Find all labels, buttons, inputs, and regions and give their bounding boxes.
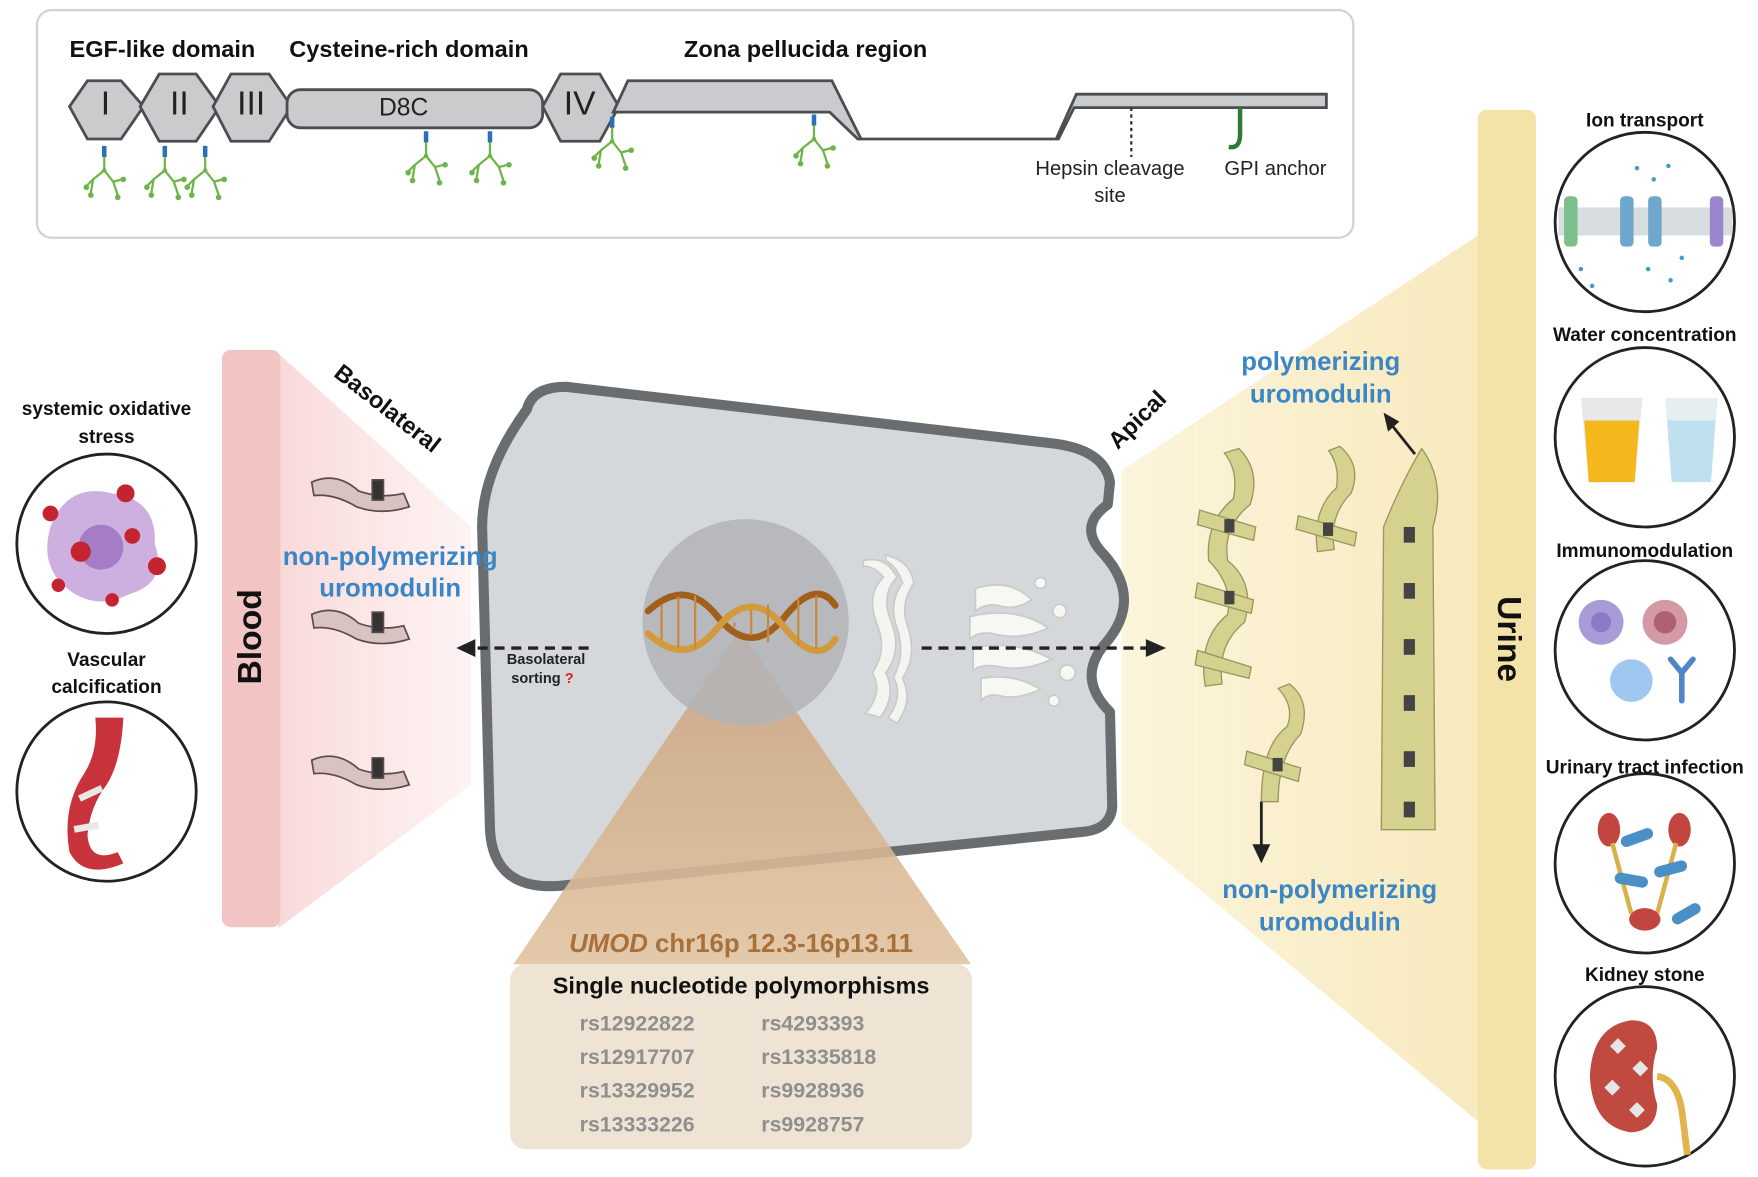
nucleus bbox=[642, 519, 849, 726]
water-concentration-label: Water concentration bbox=[1553, 324, 1737, 346]
poly-label-2: uromodulin bbox=[1249, 378, 1392, 409]
snp-item: rs9928757 bbox=[761, 1113, 865, 1137]
glycan-icon bbox=[83, 145, 127, 201]
egf-domain-2 bbox=[138, 72, 222, 143]
hepsin-label-1: Hepsin cleavage bbox=[1035, 156, 1185, 180]
egf-domain-1 bbox=[67, 79, 146, 141]
gpi-anchor-icon bbox=[1228, 107, 1243, 150]
snp-title: Single nucleotide polymorphisms bbox=[552, 973, 930, 999]
ion-channel-icon bbox=[1558, 163, 1733, 289]
urine-label: Urine bbox=[1490, 596, 1528, 683]
blood-label: Blood bbox=[232, 589, 270, 685]
uti-label: Urinary tract infection bbox=[1545, 756, 1744, 779]
gene-name: UMOD bbox=[569, 928, 648, 958]
apical-fan bbox=[1121, 235, 1478, 1122]
gene-fan bbox=[513, 630, 971, 965]
numeral-4: IV bbox=[563, 85, 596, 123]
ros-icons bbox=[42, 484, 166, 607]
uromodulin-domain-structure bbox=[67, 72, 1328, 157]
egf-domain-4 bbox=[541, 72, 621, 143]
cysteine-domain-label: Cysteine-rich domain bbox=[289, 36, 529, 63]
nonpoly-filaments-left bbox=[310, 477, 411, 791]
gene-locus: chr16p 12.3-16p13.11 bbox=[647, 928, 914, 958]
vascular-label-1: Vascular bbox=[67, 649, 146, 671]
gene-label: UMOD chr16p 12.3-16p13.11 bbox=[569, 928, 913, 958]
numeral-1: I bbox=[100, 85, 111, 123]
zona-pellucida-domain bbox=[611, 79, 1328, 141]
oxidative-label-2: stress bbox=[78, 426, 135, 448]
zona-region-label: Zona pellucida region bbox=[683, 36, 928, 63]
snp-item: rs9928936 bbox=[761, 1079, 865, 1104]
snp-item: rs13329952 bbox=[579, 1079, 695, 1104]
glycan-icon bbox=[144, 145, 187, 201]
domain-panel bbox=[35, 8, 1355, 239]
snp-item: rs4293393 bbox=[761, 1012, 865, 1036]
sorting-label-2: sorting ? bbox=[511, 669, 574, 687]
sorting-label-1: Basolateral bbox=[506, 650, 586, 668]
blood-bar bbox=[221, 349, 281, 928]
snp-list-right: rs4293393 rs13335818 rs9928936 rs9928757 bbox=[761, 1008, 876, 1143]
d8c-label: D8C bbox=[378, 93, 429, 122]
water-glass-icons bbox=[1580, 398, 1718, 483]
snp-panel bbox=[510, 964, 973, 1150]
kidney-stone-label: Kidney stone bbox=[1584, 964, 1705, 986]
ion-transport-label: Ion transport bbox=[1586, 109, 1704, 132]
urinary-tract-icon bbox=[1597, 812, 1701, 931]
gpi-anchor-label: GPI anchor bbox=[1224, 156, 1327, 180]
right-nonpoly-label-2: uromodulin bbox=[1258, 907, 1401, 937]
snp-item: rs12922822 bbox=[579, 1012, 695, 1036]
left-nonpoly-label-1: non-polymerizing bbox=[282, 541, 498, 571]
glycan-icon bbox=[184, 145, 228, 201]
kidney-stone-icon bbox=[1589, 1020, 1691, 1156]
right-nonpoly-label-1: non-polymerizing bbox=[1222, 874, 1438, 904]
dna-helix-icon bbox=[644, 590, 839, 654]
hepsin-label-2: site bbox=[1094, 183, 1126, 207]
endoplasmic-reticulum-icon bbox=[862, 553, 915, 725]
golgi-apparatus-icon bbox=[968, 576, 1077, 708]
snp-item: rs13333226 bbox=[579, 1113, 695, 1137]
snp-item: rs12917707 bbox=[579, 1046, 695, 1070]
right-function-circles bbox=[1553, 130, 1736, 1168]
immune-cell-icons bbox=[1578, 599, 1696, 704]
glycan-icon bbox=[469, 131, 512, 186]
poly-label-1: polymerizing bbox=[1241, 346, 1401, 376]
poly-up-arrow bbox=[1391, 425, 1417, 455]
egf-domain-label: EGF-like domain bbox=[69, 36, 256, 63]
immunomodulation-label: Immunomodulation bbox=[1556, 540, 1734, 562]
snp-list-left: rs12922822 rs12917707 rs13329952 rs13333… bbox=[580, 1008, 695, 1143]
snp-item: rs13335818 bbox=[761, 1046, 877, 1070]
numeral-3: III bbox=[237, 85, 266, 123]
egf-domain-3 bbox=[211, 72, 294, 143]
vascular-calcification-circle bbox=[15, 700, 198, 883]
glycan-icon bbox=[591, 116, 635, 171]
urine-bar bbox=[1477, 109, 1537, 1170]
glycan-icon bbox=[405, 131, 448, 186]
uromodulin-filaments-right bbox=[1194, 445, 1439, 831]
numeral-2: II bbox=[170, 85, 189, 123]
left-nonpoly-label-2: uromodulin bbox=[319, 572, 462, 603]
vascular-label-2: calcification bbox=[51, 676, 162, 698]
glycan-icon bbox=[793, 114, 836, 169]
oxidative-label-1: systemic oxidative bbox=[21, 398, 192, 420]
